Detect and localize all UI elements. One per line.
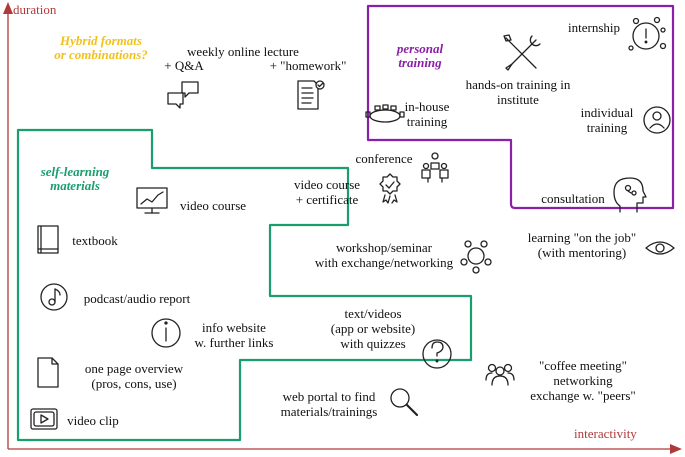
- item-workshop-line1: workshop/seminar: [335, 240, 433, 255]
- item-in-house-line1: in-house: [404, 99, 450, 114]
- y-axis-label: duration: [13, 2, 57, 17]
- item-weekly-lecture-homework: + "homework": [269, 58, 347, 73]
- item-workshop: workshop/seminar with exchange/networkin…: [300, 240, 468, 270]
- x-axis-arrow: [670, 444, 682, 454]
- checklist-document-icon: [297, 80, 325, 110]
- brain-head-icon: [613, 177, 647, 213]
- item-coffee-line1: "coffee meeting": [539, 358, 627, 373]
- item-individual: individual training: [574, 105, 640, 135]
- item-coffee-line3: exchange w. "peers": [530, 388, 636, 403]
- item-conference: conference: [355, 151, 413, 166]
- item-video-certificate-line1: video course: [293, 177, 361, 192]
- y-axis-arrow: [3, 2, 13, 14]
- magnifier-icon: [390, 388, 419, 417]
- item-hands-on-line1: hands-on training in: [465, 77, 571, 92]
- item-text-videos-line1: text/videos: [344, 306, 402, 321]
- eye-icon: [645, 241, 675, 255]
- self-learning-heading: self-learning materials: [30, 165, 120, 193]
- personal-heading-line1: personal: [396, 41, 444, 56]
- hybrid-heading-line2: or combinations?: [54, 47, 148, 62]
- item-workshop-line2: with exchange/networking: [314, 255, 454, 270]
- item-one-page-line1: one page overview: [84, 361, 184, 376]
- x-axis-label: interactivity: [574, 426, 637, 441]
- item-individual-line2: training: [586, 120, 628, 135]
- chat-bubbles-icon: [167, 81, 199, 109]
- info-circle-icon: [151, 318, 181, 348]
- item-on-the-job-line2: (with mentoring): [537, 245, 627, 260]
- person-circle-icon: [643, 106, 671, 134]
- item-one-page-line2: (pros, cons, use): [91, 376, 177, 391]
- item-web-portal: web portal to find materials/trainings: [268, 389, 390, 419]
- item-individual-line1: individual: [580, 105, 634, 120]
- group-circle-icon: [460, 240, 492, 274]
- item-in-house: in-house training: [399, 99, 455, 129]
- item-on-the-job-line1: learning "on the job": [527, 230, 637, 245]
- certificate-badge-icon: [379, 173, 401, 204]
- item-video-certificate: video course + certificate: [284, 177, 370, 207]
- people-group-icon: [485, 363, 515, 386]
- music-note-icon: [40, 283, 68, 311]
- item-one-page: one page overview (pros, cons, use): [66, 361, 202, 391]
- item-internship: internship: [568, 20, 620, 35]
- item-video-course: video course: [179, 198, 247, 213]
- meeting-table-icon: [365, 104, 405, 123]
- presenters-icon: [421, 152, 449, 183]
- chart-screen-icon: [136, 187, 168, 214]
- item-podcast: podcast/audio report: [83, 291, 191, 306]
- item-hands-on: hands-on training in institute: [458, 77, 578, 107]
- self-learning-region: [16, 128, 473, 442]
- item-on-the-job: learning "on the job" (with mentoring): [520, 230, 644, 260]
- video-play-icon: [30, 408, 58, 430]
- self-learning-heading-line1: self-learning: [40, 164, 110, 179]
- personal-heading: personal training: [385, 42, 455, 70]
- item-coffee-line2: networking: [553, 373, 613, 388]
- axes: [3, 2, 682, 454]
- hybrid-heading: Hybrid formats or combinations?: [42, 34, 160, 62]
- item-info-website-line1: info website: [202, 320, 266, 335]
- hybrid-heading-line1: Hybrid formats: [60, 33, 142, 48]
- self-learning-heading-line2: materials: [50, 178, 100, 193]
- item-coffee: "coffee meeting" networking exchange w. …: [508, 358, 658, 403]
- item-consultation: consultation: [541, 191, 605, 206]
- personal-training-region: [366, 4, 675, 210]
- question-circle-icon: [422, 339, 452, 369]
- item-video-clip: video clip: [67, 413, 119, 428]
- book-icon: [37, 225, 59, 254]
- idea-head-icon: [628, 16, 667, 51]
- document-icon: [37, 357, 59, 388]
- item-hands-on-line2: institute: [497, 92, 539, 107]
- item-text-videos: text/videos (app or website) with quizze…: [320, 306, 426, 351]
- tools-icon: [503, 34, 541, 71]
- item-text-videos-line2: (app or website): [330, 321, 416, 336]
- item-web-portal-line2: materials/trainings: [280, 404, 378, 419]
- item-text-videos-line3: with quizzes: [340, 336, 406, 351]
- item-web-portal-line1: web portal to find: [282, 389, 376, 404]
- item-weekly-lecture-qa: + Q&A: [164, 58, 204, 73]
- item-info-website: info website w. further links: [186, 320, 282, 350]
- item-info-website-line2: w. further links: [194, 335, 274, 350]
- item-weekly-lecture-line1: weekly online lecture: [187, 44, 299, 59]
- personal-heading-line2: training: [398, 55, 442, 70]
- item-in-house-line2: training: [406, 114, 448, 129]
- item-textbook: textbook: [72, 233, 118, 248]
- item-video-certificate-line2: + certificate: [295, 192, 359, 207]
